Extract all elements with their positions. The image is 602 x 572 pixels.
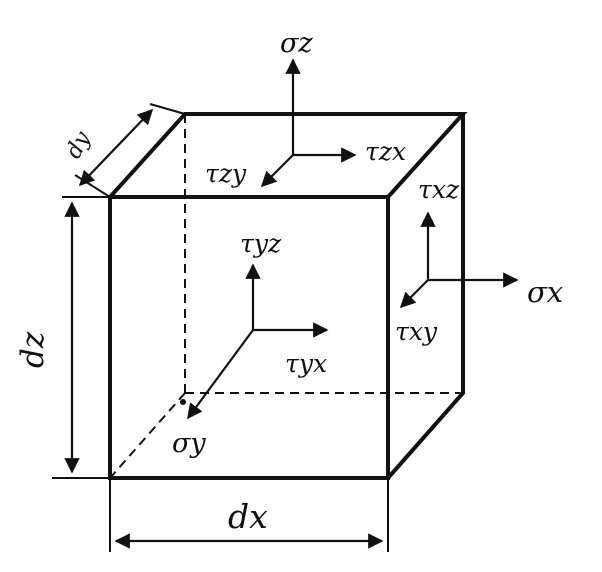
- cube-right-face: [385, 112, 465, 481]
- stress-arrows: [180, 58, 519, 420]
- cube-front-face: [108, 195, 390, 480]
- label-tau-yz: τyz: [240, 229, 282, 258]
- dy-dimension-line: [78, 108, 154, 187]
- label-tau-zy: τzy: [205, 159, 247, 188]
- tau-zy-arrow: [260, 154, 294, 188]
- dy-extension-a: [74, 174, 111, 198]
- label-tau-xz: τxz: [418, 175, 460, 204]
- label-dy: dy: [61, 127, 96, 163]
- label-dx: dx: [228, 497, 268, 536]
- cube-top-face: [107, 112, 468, 200]
- label-tau-xy: τxy: [395, 317, 438, 346]
- dimensions: [52, 103, 389, 552]
- label-sigma-y: σy: [172, 428, 206, 459]
- label-sigma-x: σx: [527, 275, 563, 309]
- sigma-y-arrow: [187, 329, 254, 420]
- cube: [107, 112, 468, 481]
- labels: σz τzy τzx τxz σx τxy τyz τyx σy dz dx d…: [15, 28, 563, 536]
- cube-hidden-depth-edge: [109, 392, 186, 479]
- label-sigma-z: σz: [280, 28, 313, 59]
- rear-point-marker: [180, 399, 186, 405]
- label-tau-zx: τzx: [365, 137, 406, 166]
- label-tau-yx: τyx: [285, 349, 327, 378]
- tau-xy-arrow: [399, 279, 429, 309]
- dy-extension-b: [149, 103, 186, 115]
- label-dz: dz: [15, 331, 51, 368]
